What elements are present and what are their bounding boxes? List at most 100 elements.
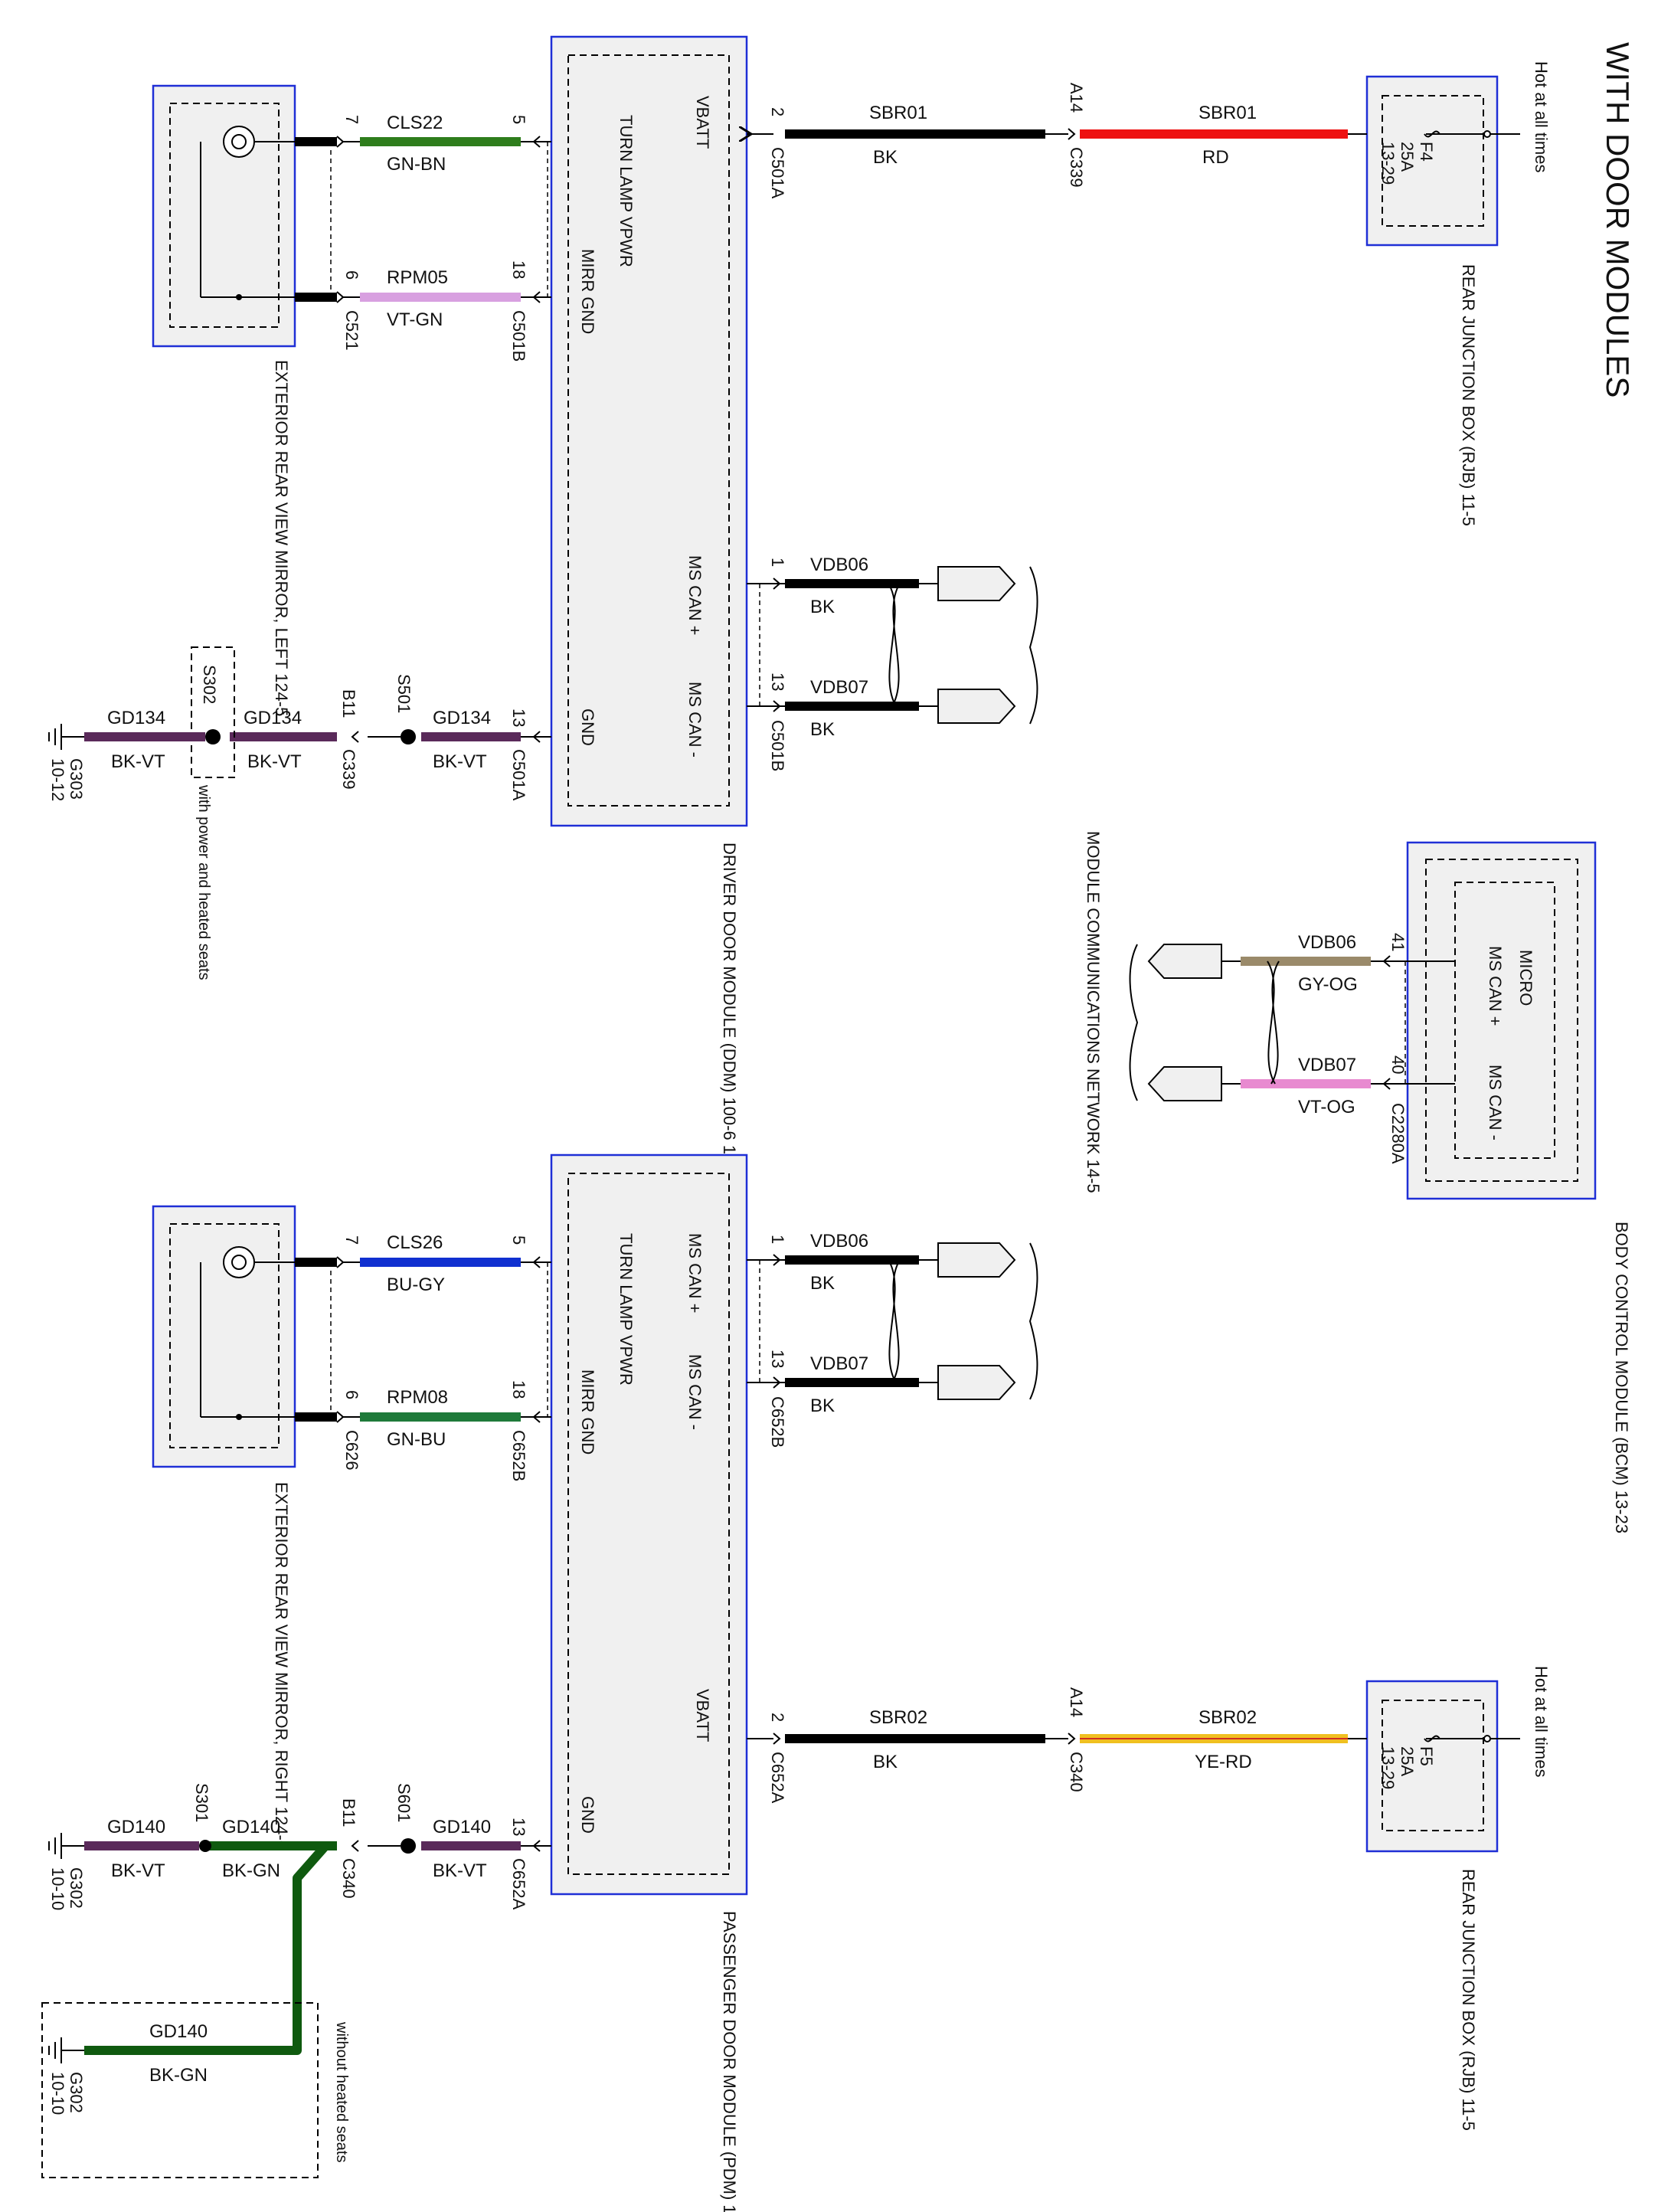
pdm-pin-turn: TURN LAMP VPWR xyxy=(616,1233,636,1386)
rjb-top-note: Hot at all times xyxy=(1532,61,1551,173)
vdb06-pdm-color: BK xyxy=(810,1273,835,1294)
rpm08-color-label: GN-BU xyxy=(387,1429,446,1450)
rjb-bottom-label: REAR JUNCTION BOX (RJB) 11-5 xyxy=(1459,1869,1478,2131)
vdb06-ddm-circuit: VDB06 xyxy=(810,555,868,575)
ddm-pin-vbatt: VBATT xyxy=(693,96,712,149)
sbr02-ye-circuit: SBR02 xyxy=(1198,1707,1257,1728)
rpm05-pin-a: 6 xyxy=(342,270,361,280)
bcm-can-pair: VDB06 GY-OG 41 VDB07 VT-OG 40 C2280A xyxy=(1129,932,1455,1164)
gd140-d-note: without heated seats xyxy=(333,2021,350,2162)
pdm-module: MS CAN + TURN LAMP VPWR MS CAN - MIRR GN… xyxy=(550,1153,748,2212)
cls26-circuit-label: CLS26 xyxy=(387,1232,443,1253)
vdb06-ddm-color: BK xyxy=(810,597,835,617)
cls22-color-label: GN-BN xyxy=(387,154,446,175)
vdb06-bcm-color: GY-OG xyxy=(1298,974,1358,995)
rpm08-pin-b: 18 xyxy=(509,1380,528,1399)
gd134-a-color: BK-VT xyxy=(433,751,487,772)
gd140-c-circuit: GD140 xyxy=(107,1817,165,1837)
pdm-can-pair: VDB06 BK 1 VDB07 BK 13 C652B xyxy=(747,1231,1038,1448)
sbr01-rd-color: RD xyxy=(1202,147,1229,168)
gd140-b-splice: S301 xyxy=(192,1783,211,1822)
pdm-pin-canp: MS CAN + xyxy=(685,1233,705,1314)
gd140-d-ground: G302 xyxy=(67,2072,86,2113)
network-label: MODULE COMMUNICATIONS NETWORK 14-5 xyxy=(1084,831,1103,1193)
gd140-a-color: BK-VT xyxy=(433,1860,487,1881)
bcm-pin-canp: MS CAN + xyxy=(1486,946,1505,1026)
vdb07-ddm-circuit: VDB07 xyxy=(810,677,868,698)
cls22-circuit: CLS22 GN-BN 7 5 xyxy=(295,113,551,297)
rpm05-pin-b: 18 xyxy=(509,260,528,279)
rjb-top-amps: 25A xyxy=(1398,142,1417,172)
ddm-pin-gnd: GND xyxy=(578,708,597,746)
mirror-right: EXTERIOR REAR VIEW MIRROR, RIGHT 124-6 xyxy=(152,1205,296,1850)
rpm08-conn-b: C652B xyxy=(509,1430,528,1481)
cls26-pin-a: 7 xyxy=(342,1235,361,1245)
gd134-c-circuit: GD134 xyxy=(107,708,165,728)
rpm05-circuit: RPM05 VT-GN 6 C521 18 C501B xyxy=(295,260,551,362)
cls22-pin-a: 7 xyxy=(342,115,361,124)
bcm-inner-label: MICRO xyxy=(1516,950,1535,1006)
sbr01-bk-circuit: SBR01 xyxy=(869,103,927,123)
gd134-a-pin: 13 xyxy=(509,708,528,727)
vdb07-pdm-conn: C652B xyxy=(768,1396,787,1448)
ddm-module: VBATT TURN LAMP VPWR MIRR GND MS CAN + M… xyxy=(550,35,748,1188)
gd134-a-conn: C501A xyxy=(509,749,528,801)
rjb-top-fuse: F4 xyxy=(1417,142,1436,162)
bcm-module: MICRO MS CAN + MS CAN - BODY CONTROL MOD… xyxy=(1406,841,1631,1533)
rjb-bottom-ref: 13-29 xyxy=(1378,1746,1398,1789)
cls26-color-label: BU-GY xyxy=(387,1275,445,1295)
vdb06-pdm-pin: 1 xyxy=(768,1235,787,1244)
gd134-b-splice: S302 xyxy=(200,665,219,704)
pdm-pin-mirr: MIRR GND xyxy=(578,1369,597,1454)
sbr01-conn-a: C501A xyxy=(768,147,787,199)
rpm05-circuit-label: RPM05 xyxy=(387,267,448,288)
sbr02-pin-a: 2 xyxy=(768,1713,787,1722)
sbr02-ye-color: YE-RD xyxy=(1195,1752,1252,1772)
mirror-left: EXTERIOR REAR VIEW MIRROR, LEFT 124-5 xyxy=(152,84,296,716)
vdb07-bcm-color: VT-OG xyxy=(1298,1097,1355,1117)
ddm-label: DRIVER DOOR MODULE (DDM) 100-6 100-8 xyxy=(720,843,739,1188)
vdb07-bcm-circuit: VDB07 xyxy=(1298,1055,1356,1075)
vdb06-pdm-circuit: VDB06 xyxy=(810,1231,868,1252)
sbr02-circuit: SBR02 BK SBR02 YE-RD 2 C652A A14 C340 xyxy=(747,1687,1367,1804)
gd134-b-note: with power and heated seats xyxy=(195,784,212,980)
sbr01-conn-b: C339 xyxy=(1067,147,1086,188)
bcm-label: BODY CONTROL MODULE (BCM) 13-23 xyxy=(1612,1222,1631,1533)
gd134-b-conn: C339 xyxy=(339,749,358,790)
gd140-b-color: BK-GN xyxy=(222,1860,280,1881)
gd134-a-splice: S501 xyxy=(394,674,414,713)
ddm-pin-canm: MS CAN - xyxy=(685,682,705,758)
sbr02-bk-circuit: SBR02 xyxy=(869,1707,927,1728)
rjb-top: F4 25A 13-29 Hot at all times REAR JUNCT… xyxy=(1365,61,1551,526)
sbr01-rd-circuit: SBR01 xyxy=(1198,103,1257,123)
mirror-left-label: EXTERIOR REAR VIEW MIRROR, LEFT 124-5 xyxy=(272,360,291,716)
sbr02-bk-color: BK xyxy=(873,1752,898,1772)
gd140-a-pin: 13 xyxy=(509,1818,528,1836)
gd140-a-conn: C652A xyxy=(509,1858,528,1910)
sbr02-conn-a: C652A xyxy=(768,1752,787,1804)
gd134-c-ground-ref: 10-12 xyxy=(48,758,67,801)
cls26-pin-b: 5 xyxy=(509,1235,528,1245)
gd134-b-circuit: GD134 xyxy=(244,708,302,728)
gd134-b-pin: B11 xyxy=(339,689,358,718)
gd140-c-ground-ref: 10-10 xyxy=(48,1867,67,1910)
rjb-bottom: F5 25A 13-29 Hot at all times REAR JUNCT… xyxy=(1365,1666,1551,2131)
vdb06-ddm-pin: 1 xyxy=(768,558,787,567)
vdb07-ddm-pin: 13 xyxy=(768,672,787,691)
sbr02-pin-b: A14 xyxy=(1067,1687,1086,1717)
rpm08-circuit-label: RPM08 xyxy=(387,1387,448,1408)
pdm-ground-circuit: GD140 BK-VT 13 C652A S601 GD140 BK-GN B1… xyxy=(41,1783,551,2178)
vdb06-bcm-circuit: VDB06 xyxy=(1298,932,1356,953)
rjb-bottom-fuse: F5 xyxy=(1417,1746,1436,1766)
pdm-pin-canm: MS CAN - xyxy=(685,1354,705,1430)
gd140-b-circuit: GD140 xyxy=(222,1817,280,1837)
rpm08-circuit: RPM08 GN-BU 6 C626 18 C652B xyxy=(295,1380,551,1481)
vdb07-bcm-pin: 40 xyxy=(1388,1055,1408,1074)
rpm05-color-label: VT-GN xyxy=(387,309,443,330)
gd140-b-pin: B11 xyxy=(339,1798,358,1828)
gd140-b-conn: C340 xyxy=(339,1858,358,1899)
ddm-pin-turn: TURN LAMP VPWR xyxy=(616,115,636,267)
cls26-circuit: CLS26 BU-GY 7 5 xyxy=(295,1232,551,1417)
sbr01-pin-b: A14 xyxy=(1067,83,1086,113)
